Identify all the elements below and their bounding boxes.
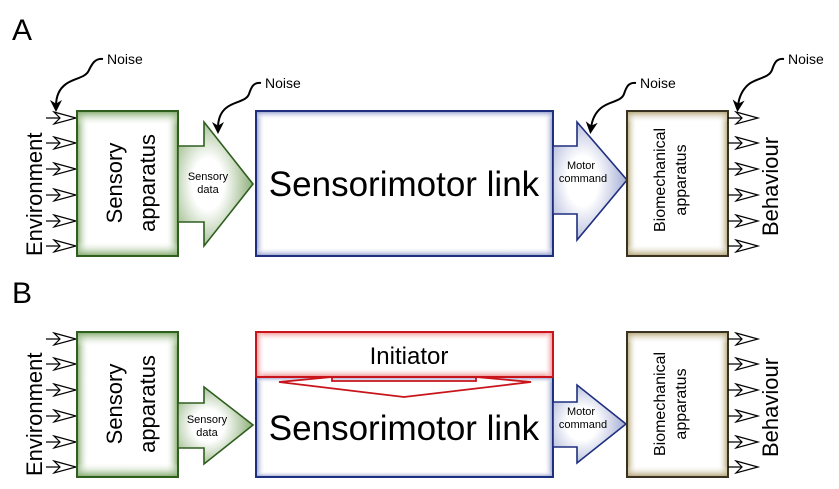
- sensory-data-line2: data: [196, 427, 218, 439]
- initiator-arrow: [278, 376, 532, 398]
- output-arrows: [727, 111, 759, 253]
- sensory-data-arrow: Sensory data: [177, 385, 255, 466]
- biomechanical-apparatus-box: Biomechanical apparatus: [626, 331, 729, 478]
- sensory-apparatus-line1: Sensory: [102, 143, 127, 224]
- arrow-icon: [45, 136, 77, 150]
- arrow-icon: [727, 111, 759, 125]
- arrow-icon: [45, 409, 77, 423]
- panel-b: B Environment Sensory apparatus Sensory …: [12, 277, 783, 478]
- biomechanical-line1: Biomechanical: [652, 352, 669, 456]
- biomechanical-line2: apparatus: [673, 368, 690, 439]
- sensorimotor-link-label: Sensorimotor link: [269, 409, 540, 448]
- panel-label-a: A: [12, 14, 32, 47]
- sensorimotor-link-label: Sensorimotor link: [269, 165, 540, 204]
- arrow-icon: [45, 111, 77, 125]
- arrow-icon: [727, 435, 759, 449]
- arrow-icon: [45, 435, 77, 449]
- sensory-apparatus-line2: apparatus: [135, 134, 160, 232]
- environment-label: Environment: [22, 352, 47, 476]
- sensory-apparatus-line2: apparatus: [135, 355, 160, 453]
- arrow-icon: [727, 357, 759, 371]
- sensory-data-line1: Sensory: [187, 414, 228, 426]
- motor-command-line1: Motor: [567, 406, 595, 418]
- arrow-icon: [45, 383, 77, 397]
- noise-label: Noise: [788, 51, 824, 67]
- noise-label: Noise: [640, 75, 676, 91]
- initiator-label: Initiator: [370, 343, 449, 370]
- arrow-icon: [45, 460, 77, 474]
- arrow-icon: [45, 357, 77, 371]
- noise-label: Noise: [265, 75, 301, 91]
- sensory-data-line2: data: [197, 184, 219, 196]
- motor-command-line2: command: [559, 173, 607, 185]
- motor-command-line1: Motor: [567, 160, 595, 172]
- arrow-icon: [727, 460, 759, 474]
- noise-annotation-motor-command: Noise: [585, 75, 676, 134]
- output-arrows: [727, 332, 759, 474]
- sensorimotor-link-box: Sensorimotor link: [255, 110, 554, 257]
- arrow-icon: [45, 162, 77, 176]
- motor-command-arrow: Motor command: [552, 119, 629, 243]
- sensory-apparatus-line1: Sensory: [102, 364, 127, 445]
- arrow-icon: [727, 383, 759, 397]
- arrow-icon: [45, 188, 77, 202]
- biomechanical-apparatus-box: Biomechanical apparatus: [626, 110, 729, 257]
- biomechanical-line1: Biomechanical: [652, 128, 669, 232]
- behaviour-label: Behaviour: [758, 358, 783, 457]
- arrow-icon: [45, 214, 77, 228]
- noise-label: Noise: [107, 51, 143, 67]
- arrow-icon: [45, 332, 77, 346]
- input-arrows: [45, 111, 77, 253]
- arrow-icon: [727, 214, 759, 228]
- noise-annotation-behaviour: Noise: [732, 51, 824, 112]
- arrow-icon: [727, 332, 759, 346]
- noise-annotation-sensory-data: Noise: [212, 75, 301, 134]
- initiator-box: Initiator: [255, 331, 554, 398]
- biomechanical-line2: apparatus: [673, 144, 690, 215]
- panel-label-b: B: [12, 277, 32, 310]
- behaviour-label: Behaviour: [758, 137, 783, 236]
- input-arrows: [45, 332, 77, 474]
- arrow-icon: [727, 239, 759, 253]
- arrow-icon: [727, 136, 759, 150]
- motor-command-line2: command: [559, 419, 607, 431]
- arrow-icon: [727, 409, 759, 423]
- arrow-icon: [45, 239, 77, 253]
- arrow-icon: [727, 188, 759, 202]
- motor-command-arrow: Motor command: [552, 383, 628, 465]
- noise-annotation-environment: Noise: [50, 51, 143, 112]
- sensory-apparatus-box: Sensory apparatus: [76, 110, 179, 257]
- panel-a: A Environment Sensory apparatus Sensory …: [12, 14, 824, 257]
- arrow-icon: [727, 162, 759, 176]
- sensory-data-line1: Sensory: [188, 171, 229, 183]
- sensory-apparatus-box: Sensory apparatus: [76, 331, 179, 478]
- sensory-data-arrow: Sensory data: [177, 119, 255, 249]
- environment-label: Environment: [22, 132, 47, 256]
